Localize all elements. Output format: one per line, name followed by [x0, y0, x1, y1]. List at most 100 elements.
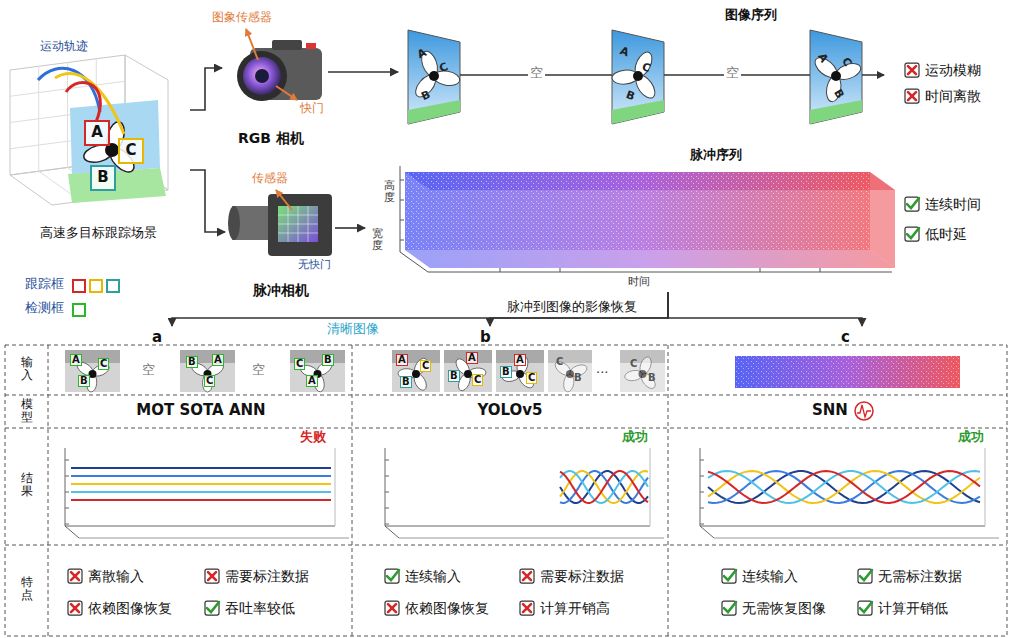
track-line [708, 471, 980, 503]
icon-frame [385, 569, 399, 583]
label: 离散输入 [88, 568, 144, 584]
chart-axis [385, 526, 650, 527]
fan-hub [412, 370, 420, 378]
label: 结果 [21, 472, 33, 498]
image-frame [810, 30, 862, 124]
lens-center [255, 69, 269, 83]
node-title: a [152, 329, 162, 346]
label: C [294, 358, 305, 370]
spike-thumbnail [735, 356, 960, 388]
spike-volume [405, 250, 895, 268]
chart-axis [650, 448, 651, 526]
fan-hub [89, 370, 97, 378]
chart-tick [65, 492, 69, 493]
icon-frame [722, 601, 736, 615]
check-mark [724, 602, 736, 612]
label: C [472, 374, 483, 386]
track-line [71, 475, 331, 477]
check-mark [860, 570, 872, 580]
thumbnail [444, 350, 492, 392]
thumbnail [496, 350, 544, 392]
label: A [466, 352, 478, 364]
chart-tick [700, 460, 704, 461]
track-line [708, 471, 980, 503]
chart-tick [385, 508, 389, 509]
check-mark [387, 570, 399, 580]
label: 快门 [300, 102, 324, 116]
icon-frame [520, 601, 534, 615]
track-line [708, 471, 980, 503]
label: 需要标注数据 [540, 568, 624, 584]
table-line [352, 345, 353, 636]
thumbnail [392, 350, 440, 392]
label: A [212, 354, 224, 366]
label: SNN [812, 402, 848, 419]
frame-ground [810, 100, 862, 124]
label: 成功 [622, 430, 648, 445]
chart-tick [385, 492, 389, 493]
connector [335, 227, 365, 229]
chart-axis [399, 538, 664, 539]
label: 模型 [21, 398, 33, 424]
legend-square [107, 280, 119, 292]
sensor-grid [278, 224, 318, 225]
thumbnail-band [444, 350, 492, 363]
label: A [70, 354, 82, 366]
label: B [186, 356, 198, 368]
track-line [560, 471, 648, 503]
box-letter: A [91, 124, 103, 141]
diagram-region: 图像序列 [398, 8, 872, 128]
legend-swatch [72, 303, 86, 317]
check-mark [724, 570, 736, 580]
label: A [514, 354, 526, 366]
snn-icon [855, 402, 873, 420]
label: C [556, 356, 563, 368]
chart-tick [700, 524, 704, 525]
label: 空 [252, 363, 265, 378]
fan-blade [632, 72, 658, 101]
diagram-region: 高速多目标跟踪场景ABC [8, 36, 190, 248]
node-title: 高速多目标跟踪场景 [40, 226, 157, 241]
node-title: 图像序列 [725, 8, 777, 23]
cross-mark [523, 572, 531, 580]
label: 计算开销低 [878, 600, 948, 616]
icon-frame [905, 89, 919, 103]
axis-tick [400, 180, 404, 181]
track-line [71, 499, 331, 501]
connector [490, 292, 668, 326]
axis-tick [760, 268, 761, 272]
fan-hub [464, 370, 472, 378]
label: 空 [724, 66, 741, 81]
edge-label: 清晰图像 [325, 322, 381, 337]
cross-mark [523, 604, 531, 612]
track-line [560, 471, 648, 503]
label: 图象传感器 [212, 11, 272, 25]
sensor-grid [278, 233, 318, 234]
lens-front [228, 206, 240, 240]
chart-axis [385, 526, 399, 538]
icon-frame [68, 569, 82, 583]
table-line [5, 428, 1007, 429]
chart-axis [985, 448, 986, 526]
label: C [420, 360, 431, 372]
axis-tick [560, 268, 561, 272]
chart-axis [65, 526, 79, 538]
leader-line [276, 86, 297, 100]
frame-ground [408, 100, 460, 124]
icon-frame [385, 601, 399, 615]
tracking-box: A [84, 120, 110, 146]
chart-axis [79, 538, 349, 539]
label: 连续输入 [742, 568, 798, 584]
fan-blade [639, 371, 658, 391]
chart-axis [714, 538, 999, 539]
label: 依赖图像恢复 [405, 600, 489, 616]
label: 时间 [628, 276, 650, 289]
label: 空 [142, 363, 155, 378]
chart-tick [65, 508, 69, 509]
node-title: b [480, 329, 491, 346]
label: 时间离散 [925, 88, 981, 104]
chart-tick [700, 492, 704, 493]
label: 无需恢复图像 [742, 600, 826, 616]
label: 高度 [384, 180, 395, 204]
